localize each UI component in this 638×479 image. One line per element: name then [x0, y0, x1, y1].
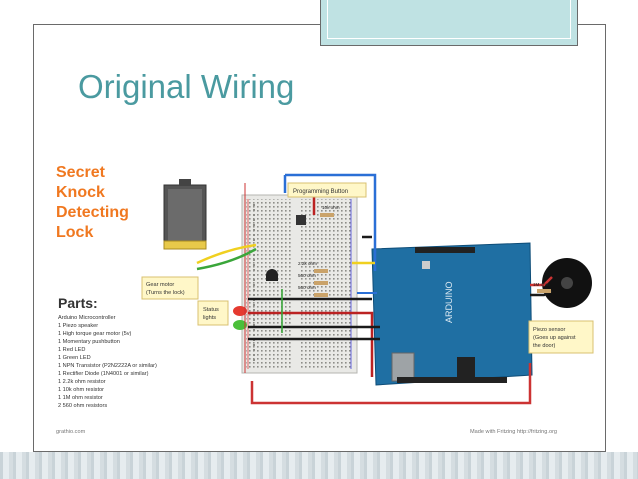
power-jack-icon: [457, 357, 475, 379]
arduino-board: ARDUINO: [371, 242, 533, 386]
parts-list-item: Arduino Microcontroller: [58, 315, 116, 321]
resistors: [314, 213, 551, 297]
breadboard-center-channel: [292, 199, 300, 369]
resistor-label: 560 ohm: [298, 285, 316, 290]
status-led-icons: [233, 306, 247, 330]
piezo-speaker-icon: [542, 258, 592, 308]
parts-list-item: 1 NPN Transistor (P2N2222A or similar): [58, 363, 157, 369]
parts-list-item: 1 Rectifier Diode (1N4001 or similar): [58, 371, 149, 377]
callout-piezo-sensor: Piezo sensor (Goes up against the door): [528, 320, 594, 354]
gear-motor-icon: [163, 179, 207, 250]
parts-list-item: 1 2.2k ohm resistor: [58, 379, 106, 385]
transistor-icon: [266, 269, 278, 281]
footer-right: Made with Fritzing http://fritzing.org: [470, 429, 557, 435]
heading-line: Knock: [56, 184, 105, 201]
svg-text:lights: lights: [203, 315, 216, 321]
parts-list-item: 1 Piezo speaker: [58, 323, 98, 329]
resistor-icon: [320, 213, 334, 217]
resistor-label: 560 ohm: [298, 273, 316, 278]
svg-text:Gear motor: Gear motor: [146, 282, 174, 288]
svg-text:(Goes up against: (Goes up against: [533, 335, 576, 341]
parts-list-item: 1 High torque gear motor (5v): [58, 331, 132, 337]
diagram-heading: Secret Knock Detecting Lock: [56, 164, 129, 241]
slide-header-tab: [320, 0, 578, 46]
parts-list-item: 1 10k ohm resistor: [58, 387, 104, 393]
resistor-icon: [314, 269, 328, 273]
heading-line: Detecting: [56, 204, 129, 221]
resistor-label: 1M ohm: [533, 282, 550, 287]
parts-heading: Parts:: [58, 295, 98, 311]
resistor-label: 10k ohm: [322, 205, 340, 210]
resistor-icon: [537, 289, 551, 293]
svg-text:Programming Button: Programming Button: [293, 189, 348, 195]
resistor-icon: [314, 281, 328, 285]
parts-list-item: 1 Momentary pushbutton: [58, 339, 120, 345]
callout-programming-button: Programming Button: [287, 182, 367, 198]
svg-text:the door): the door): [533, 343, 556, 349]
heading-line: Secret: [56, 164, 106, 181]
usb-port-icon: [391, 352, 415, 382]
parts-list-item: 1 1M ohm resistor: [58, 395, 103, 401]
parts-list-item: 1 Red LED: [58, 347, 85, 353]
footer-left: grathio.com: [56, 429, 86, 435]
parts-list: Arduino Microcontroller 1 Piezo speaker …: [58, 315, 157, 409]
pushbutton-icon: [296, 215, 306, 225]
svg-text:Piezo sensor: Piezo sensor: [533, 327, 565, 333]
slide-title: Original Wiring: [78, 68, 295, 105]
svg-text:(Turns the lock): (Turns the lock): [146, 290, 185, 296]
reset-button-icon: [422, 261, 430, 269]
resistor-label: 2.2k ohm: [298, 261, 317, 266]
callout-status-lights: Status lights: [197, 300, 229, 326]
svg-text:Status: Status: [203, 307, 219, 313]
resistor-labels: 10k ohm 2.2k ohm 560 ohm 560 ohm 1M ohm: [298, 205, 550, 290]
heading-line: Lock: [56, 224, 93, 241]
resistor-icon: [314, 293, 328, 297]
callout-gear-motor: Gear motor (Turns the lock): [141, 276, 199, 300]
wires: [196, 173, 553, 405]
wiring-diagram: Secret Knock Detecting Lock Parts: Ardui…: [56, 164, 594, 435]
slide-background-strip: [0, 452, 638, 479]
board-label: ARDUINO: [444, 281, 454, 323]
parts-list-item: 2 560 ohm resistors: [58, 403, 107, 409]
parts-list-item: 1 Green LED: [58, 355, 91, 361]
